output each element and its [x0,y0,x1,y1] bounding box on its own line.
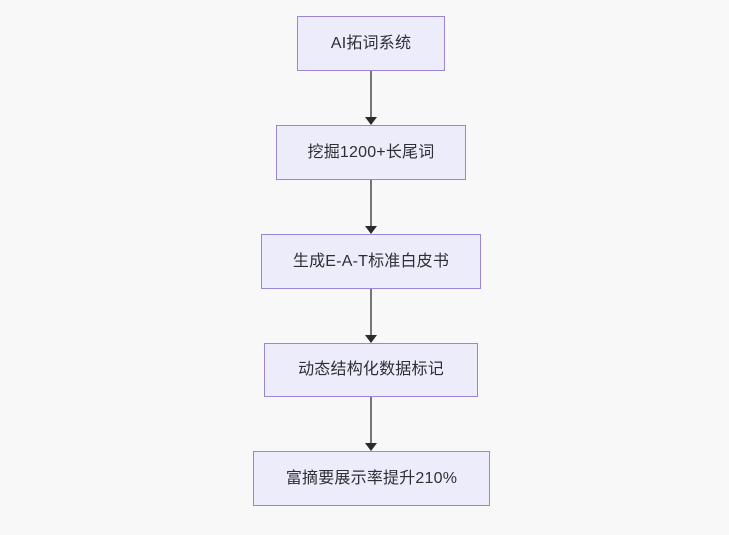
flow-edge [363,180,379,234]
arrowhead-down-icon [365,335,377,343]
edge-line [370,289,372,336]
arrowhead-down-icon [365,443,377,451]
flow-node-n2[interactable]: 挖掘1200+长尾词 [276,125,466,180]
edge-line [370,71,372,118]
edge-line [370,397,372,444]
arrowhead-down-icon [365,117,377,125]
flow-node-label: AI拓词系统 [330,34,412,52]
flow-node-n1[interactable]: AI拓词系统 [297,16,445,71]
flow-edge [363,289,379,343]
flow-node-n5[interactable]: 富摘要展示率提升210% [253,451,490,506]
flow-edge [363,397,379,451]
flow-node-label: 动态结构化数据标记 [298,361,444,378]
flow-node-label: 富摘要展示率提升210% [285,469,458,487]
flow-edge [363,71,379,125]
flow-node-n4[interactable]: 动态结构化数据标记 [264,343,478,397]
edge-line [370,180,372,227]
flow-node-label: 挖掘1200+长尾词 [307,143,435,161]
flow-node-label: 生成E-A-T标准白皮书 [292,252,450,270]
arrowhead-down-icon [365,226,377,234]
flow-node-n3[interactable]: 生成E-A-T标准白皮书 [261,234,481,289]
